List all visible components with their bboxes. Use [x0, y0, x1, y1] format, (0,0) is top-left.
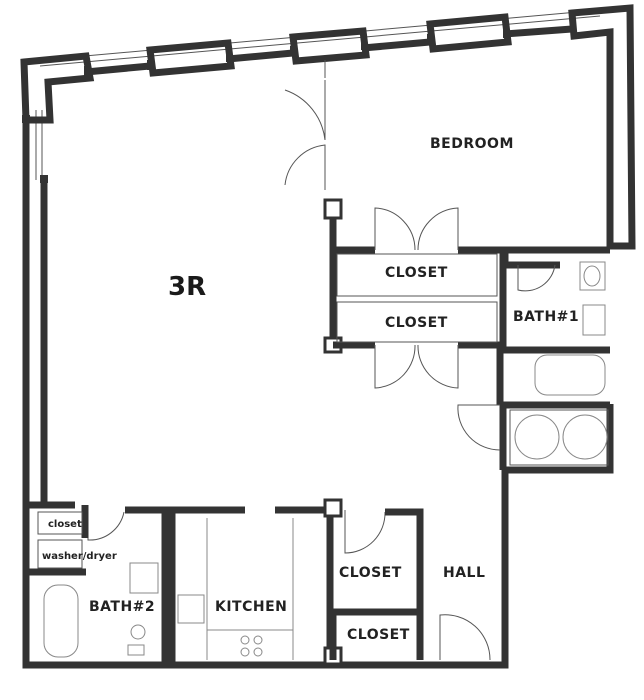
room-label-washer-dryer: washer/dryer — [42, 551, 117, 562]
room-label-kitchen: KITCHEN — [215, 599, 287, 615]
room-label-closet-kitchen: CLOSET — [339, 565, 402, 581]
room-label-closet-small: closet — [48, 519, 82, 530]
window-columns — [20, 4, 636, 250]
kitchen-fixtures — [177, 518, 294, 660]
doors — [87, 80, 556, 661]
room-label-bedroom: BEDROOM — [430, 136, 514, 152]
unit-label: 3R — [168, 272, 206, 302]
room-label-bath1: BATH#1 — [513, 309, 579, 325]
room-label-hall: HALL — [443, 565, 485, 581]
room-label-closet-lower: CLOSET — [385, 315, 448, 331]
room-label-closet-hall: CLOSET — [347, 627, 410, 643]
bath2-fixtures — [43, 562, 159, 658]
interior-walls — [323, 198, 610, 470]
lower-walls — [26, 498, 424, 666]
outer-walls — [22, 115, 614, 669]
room-label-closet-upper: CLOSET — [385, 265, 448, 281]
room-label-bath2: BATH#2 — [89, 599, 155, 615]
bath1-fixtures — [534, 261, 606, 396]
laundry-circles — [509, 409, 609, 466]
